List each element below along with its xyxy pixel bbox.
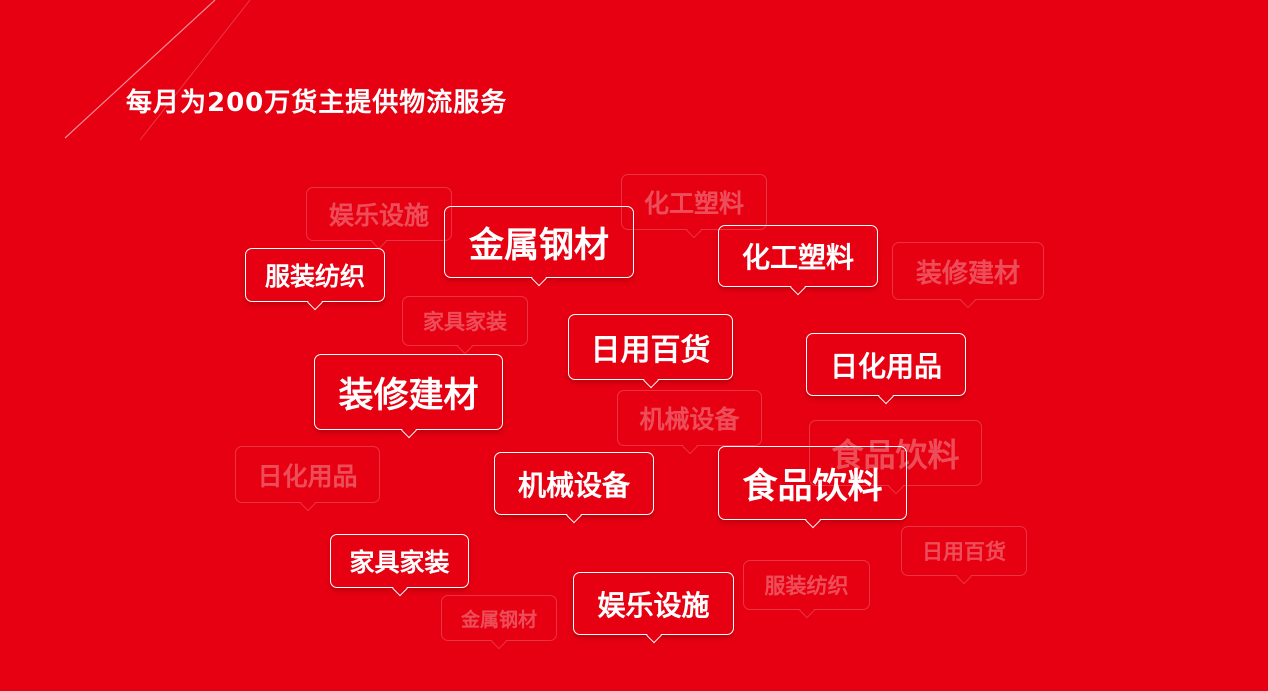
bg-tag-general-merchandise: 日用百货 (901, 526, 1027, 576)
tag-metal-steel: 金属钢材 (444, 206, 634, 278)
tag-food-beverage: 食品饮料 (718, 446, 907, 520)
tag-furniture: 家具家装 (330, 534, 469, 588)
tag-chemical-plastics: 化工塑料 (718, 225, 878, 287)
bg-tag-entertainment: 娱乐设施 (306, 187, 452, 241)
tag-daily-chemicals: 日化用品 (806, 333, 966, 396)
tag-decoration-materials: 装修建材 (314, 354, 503, 430)
bg-tag-daily-chemicals: 日化用品 (235, 446, 380, 503)
tag-textiles: 服装纺织 (245, 248, 385, 302)
bg-tag-machinery: 机械设备 (617, 390, 762, 446)
bg-tag-decoration-materials: 装修建材 (892, 242, 1044, 300)
bg-tag-furniture: 家具家装 (402, 296, 528, 346)
bg-tag-textiles: 服装纺织 (743, 560, 870, 610)
tag-machinery: 机械设备 (494, 452, 654, 515)
bg-tag-metal-steel: 金属钢材 (441, 595, 557, 641)
tag-general-merchandise: 日用百货 (568, 314, 733, 380)
tag-entertainment: 娱乐设施 (573, 572, 734, 635)
headline: 每月为200万货主提供物流服务 (126, 88, 508, 118)
bg-tag-chemical-plastics: 化工塑料 (621, 174, 767, 230)
